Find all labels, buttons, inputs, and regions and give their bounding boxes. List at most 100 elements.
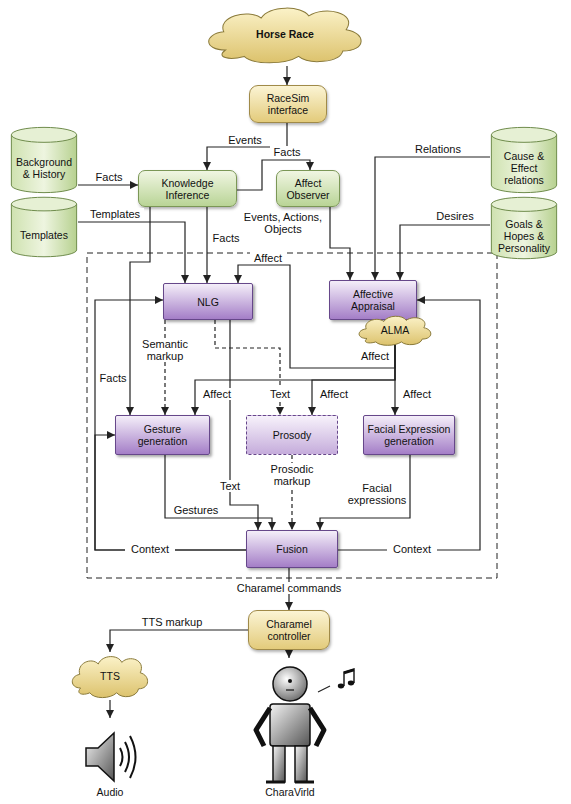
database-cylinder: Cause & Effect relations bbox=[490, 126, 558, 194]
connector-line bbox=[375, 157, 490, 280]
connector bbox=[95, 296, 246, 550]
signal-label: Affect bbox=[358, 350, 392, 362]
character-icon bbox=[240, 664, 340, 786]
node-text-group: Cause & Effect relations bbox=[490, 150, 558, 186]
arrow-head bbox=[191, 407, 199, 415]
node-text-group: Affect Observer bbox=[277, 177, 339, 201]
arrow-head bbox=[268, 522, 276, 530]
edge-label: Affect bbox=[250, 252, 286, 264]
node-text-group: Background & History bbox=[10, 156, 78, 180]
arrow-head bbox=[346, 272, 354, 280]
node-label: Knowledge Inference bbox=[142, 177, 233, 201]
edge-label: Text bbox=[266, 388, 294, 400]
node-label: Audio bbox=[97, 786, 124, 798]
edge-label: Desires bbox=[432, 210, 478, 222]
arrow-head bbox=[371, 272, 379, 280]
node-text-group: Goals & Hopes & Personality bbox=[490, 218, 558, 254]
edge-label: Affect bbox=[399, 388, 435, 400]
node-label: Background & History bbox=[13, 156, 75, 180]
node-label: Goals & Hopes & Personality bbox=[493, 218, 555, 254]
node-label: Fusion bbox=[276, 543, 308, 555]
module-box: NLG bbox=[163, 283, 253, 320]
node-text-group: Facial Expression generation bbox=[364, 423, 454, 447]
edge-label: Facial expressions bbox=[346, 482, 408, 506]
cloud-node: ALMA bbox=[355, 313, 435, 347]
edge-label: Text bbox=[216, 480, 244, 492]
connector-line bbox=[320, 455, 410, 530]
node-label: Prosody bbox=[273, 429, 312, 441]
edge-label: Affect bbox=[316, 388, 352, 400]
node-label: Facial Expression generation bbox=[367, 423, 451, 447]
connector-line bbox=[164, 320, 165, 415]
arrow-head bbox=[285, 602, 293, 610]
optional-module-box: Prosody bbox=[246, 415, 338, 455]
edge-label: Context bbox=[387, 543, 437, 555]
edge-label: Charamel commands bbox=[234, 582, 344, 594]
node-text-group: Audio bbox=[94, 786, 127, 798]
node-label: Affective Appraisal bbox=[333, 288, 413, 312]
node-text-group: Gesture generation bbox=[116, 423, 209, 447]
edge-label: Facts bbox=[97, 372, 129, 384]
edge-label: Relations bbox=[410, 143, 466, 155]
module-box: Facial Expression generation bbox=[363, 415, 455, 455]
connector bbox=[78, 222, 189, 283]
node-text-group: Templates bbox=[17, 229, 71, 241]
connector bbox=[203, 207, 211, 283]
module-box: Affective Appraisal bbox=[329, 280, 417, 320]
arrow-head bbox=[285, 650, 293, 658]
node-text-group: NLG bbox=[194, 296, 222, 308]
node-label: TTS bbox=[100, 670, 120, 682]
arrow-head bbox=[155, 296, 163, 304]
connector bbox=[396, 225, 490, 280]
connector bbox=[285, 650, 293, 658]
character-figure: CharaVirld bbox=[240, 658, 340, 798]
edge-label: Facts bbox=[270, 146, 304, 158]
connector-line bbox=[165, 455, 272, 530]
node-label: ALMA bbox=[381, 324, 410, 336]
connector-line bbox=[78, 184, 138, 185]
connector bbox=[106, 700, 114, 718]
node-text-group: TTS bbox=[97, 670, 123, 682]
arrow-head bbox=[396, 272, 404, 280]
edge-label: Prosodic markup bbox=[264, 463, 320, 487]
arrow-head bbox=[181, 275, 189, 283]
node-text-group: Charamel controller bbox=[249, 618, 329, 642]
edge-label: Events, Actions, Objects bbox=[238, 211, 328, 235]
arrow-head bbox=[106, 644, 114, 652]
arrow-head bbox=[316, 522, 324, 530]
database-cylinder: Goals & Hopes & Personality bbox=[490, 196, 558, 260]
module-box: Fusion bbox=[246, 530, 338, 568]
edge-label: Facts bbox=[92, 171, 126, 183]
arrow-head bbox=[234, 275, 242, 283]
edge-label: Templates bbox=[86, 208, 144, 220]
arrow-head bbox=[126, 407, 134, 415]
arrow-head bbox=[276, 407, 284, 415]
arrow-head bbox=[308, 407, 316, 415]
node-text-group: Knowledge Inference bbox=[139, 177, 236, 201]
node-label: NLG bbox=[197, 296, 219, 308]
speaker-symbol: Audio bbox=[75, 718, 145, 798]
edge-label: Context bbox=[125, 543, 175, 555]
connector-line bbox=[330, 207, 350, 280]
arrow-head bbox=[254, 522, 262, 530]
process-box: Affect Observer bbox=[276, 170, 340, 207]
arrow-head bbox=[283, 77, 291, 85]
interface-box: RaceSim interface bbox=[249, 85, 327, 123]
speech-line bbox=[318, 686, 330, 692]
arrow-head bbox=[203, 162, 211, 170]
arrow-head bbox=[203, 275, 211, 283]
node-label: Gesture generation bbox=[119, 423, 206, 447]
arrow-head bbox=[306, 162, 314, 170]
connector-line bbox=[206, 207, 207, 283]
node-text-group: CharaVirld bbox=[262, 786, 317, 798]
node-label: Templates bbox=[20, 229, 68, 241]
arrow-head bbox=[130, 181, 138, 189]
connector bbox=[106, 630, 248, 652]
database-cylinder: Templates bbox=[10, 196, 78, 258]
connector-line bbox=[78, 222, 185, 283]
subsystem-boundary bbox=[87, 253, 497, 578]
connector bbox=[283, 66, 291, 85]
connector-line bbox=[400, 225, 490, 280]
speaker-icon bbox=[80, 728, 140, 786]
